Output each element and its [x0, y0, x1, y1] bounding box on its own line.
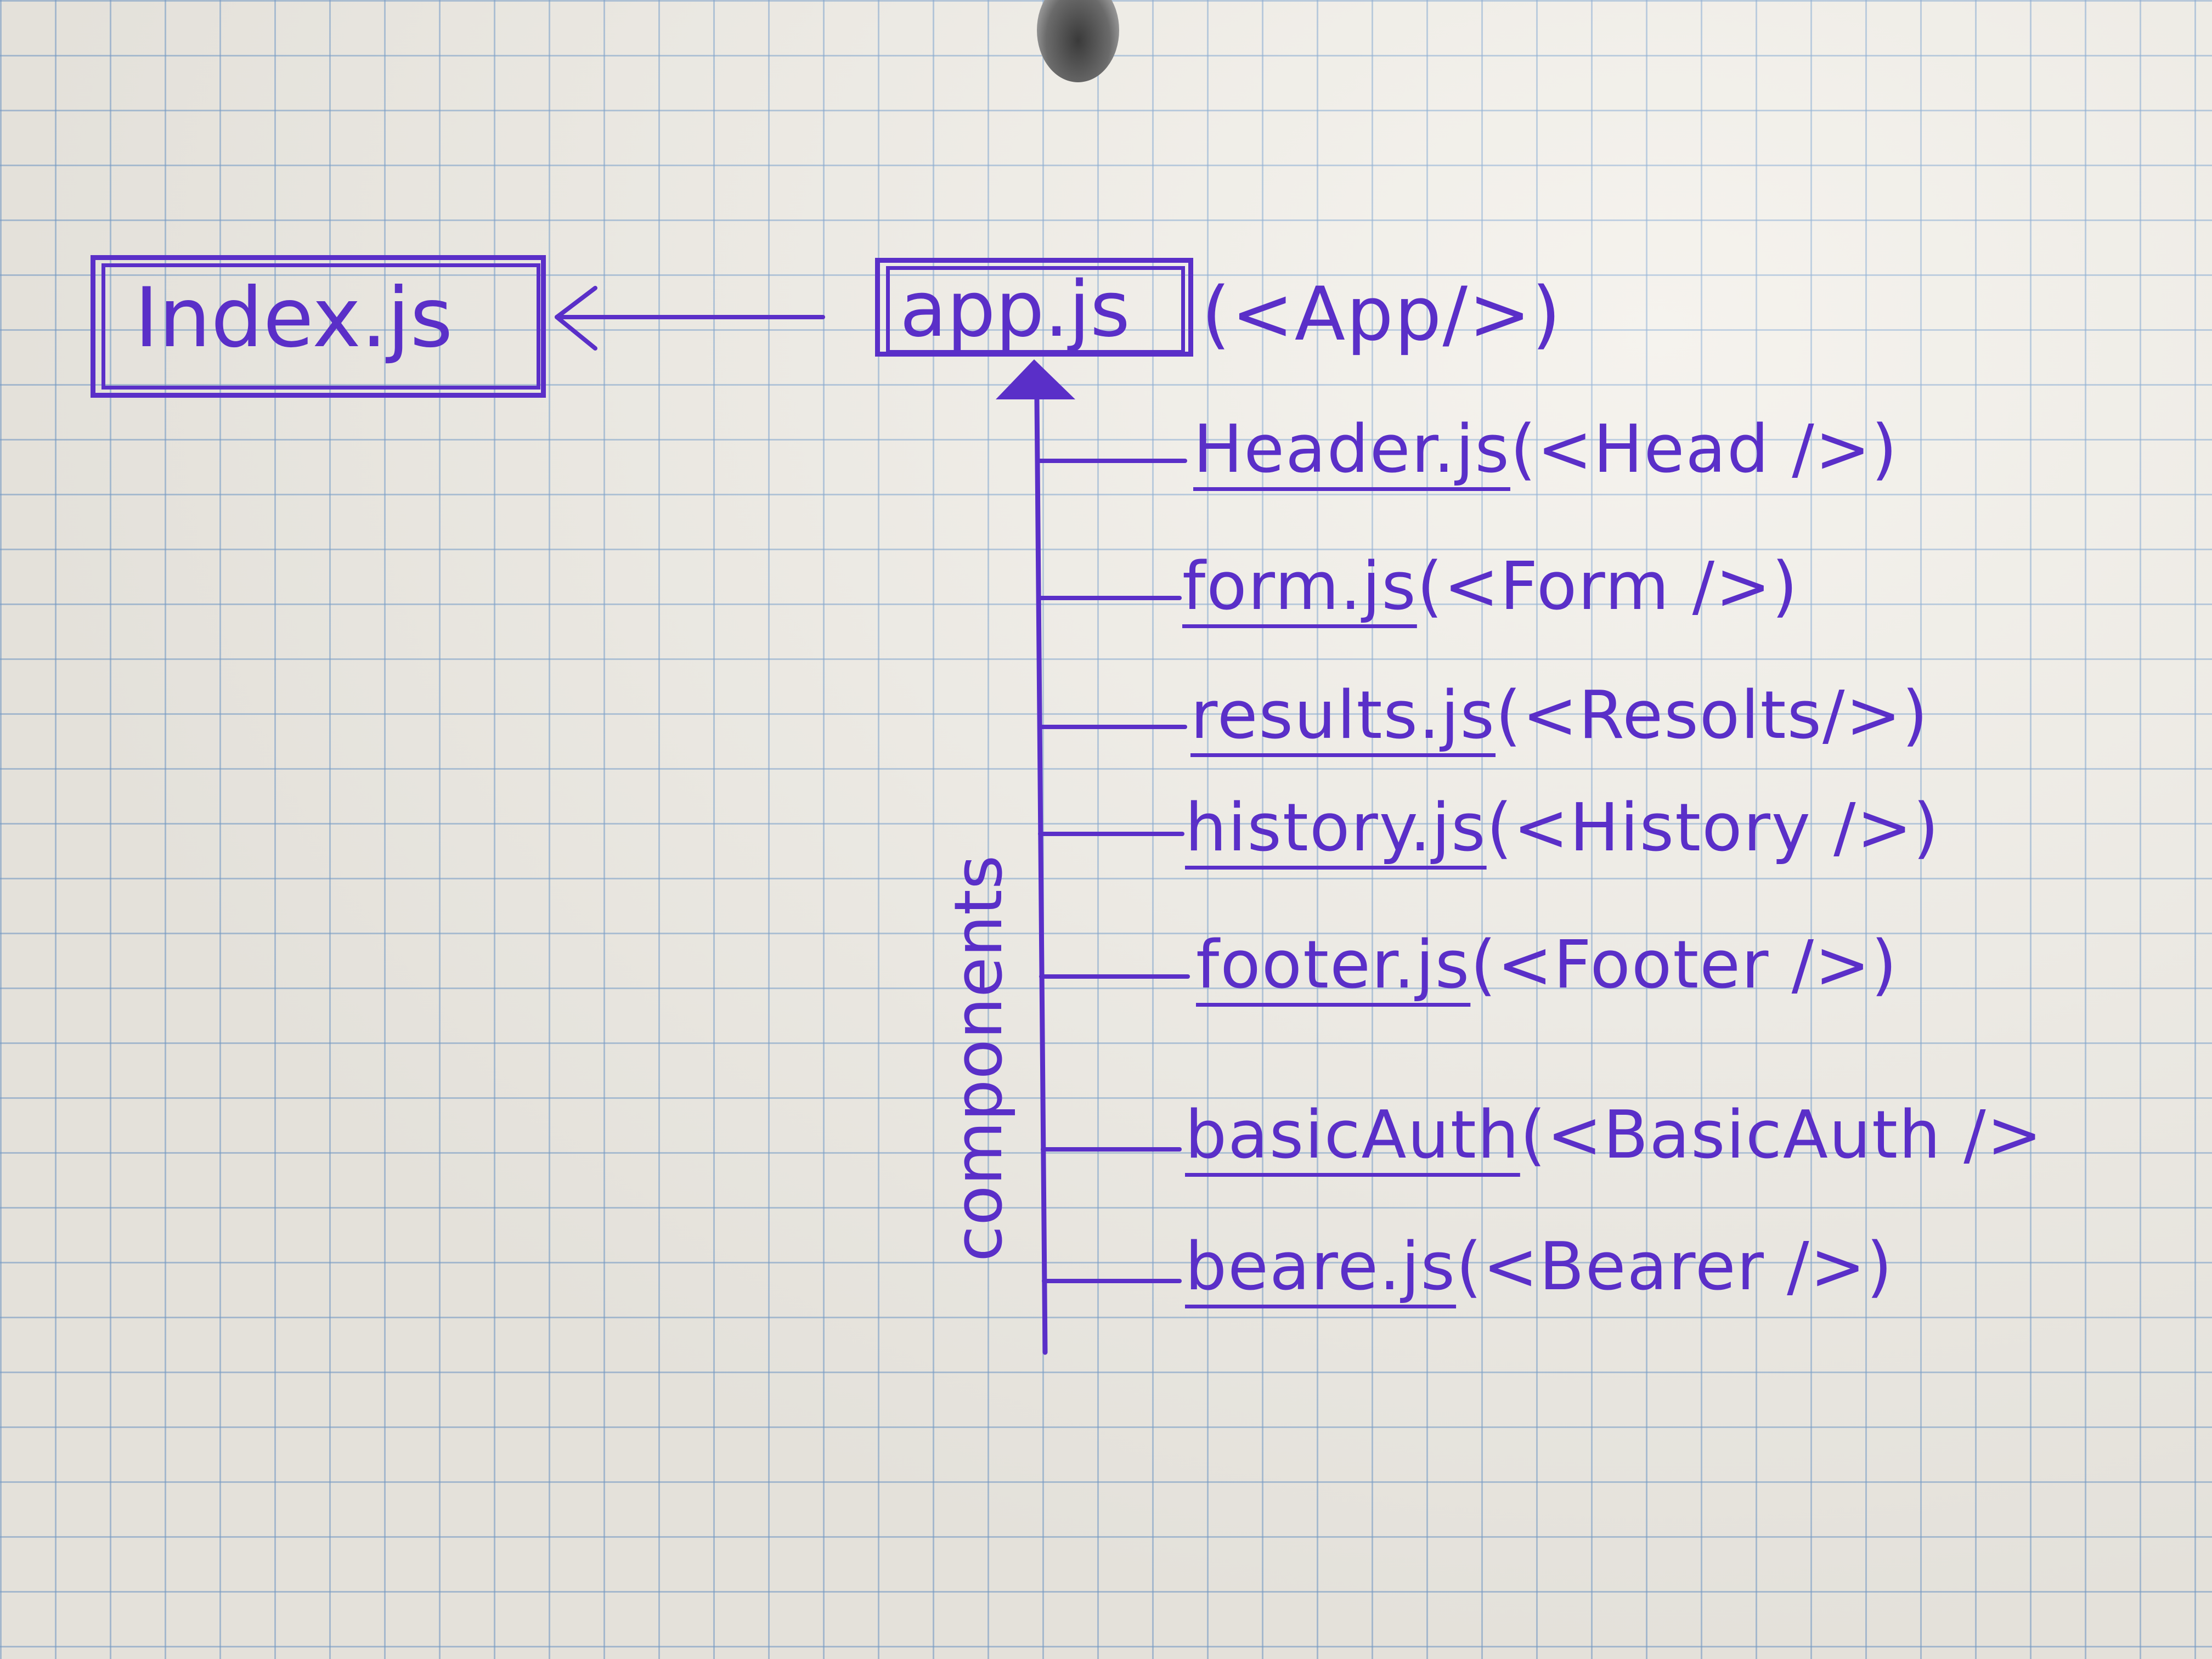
component-row-results: results.js(<Resolts/>)	[1190, 683, 1929, 749]
app-box	[875, 258, 1193, 357]
component-tag: (<Head />)	[1510, 411, 1898, 488]
index-arrowhead	[555, 286, 597, 351]
inheritance-triangle	[996, 359, 1075, 399]
punch-hole	[1037, 0, 1119, 82]
app-box-label: app.js	[900, 265, 1130, 354]
component-file: footer.js	[1196, 927, 1471, 1003]
component-row-bearer: beare.js(<Bearer />)	[1185, 1234, 1893, 1300]
app-component-tag: (<App/>)	[1201, 271, 1562, 357]
app-box-inner	[886, 266, 1185, 354]
component-row-header: Header.js(<Head />)	[1193, 417, 1898, 483]
component-row-footer: footer.js(<Footer />)	[1196, 933, 1898, 998]
component-file: basicAuth	[1185, 1097, 1520, 1173]
component-file: history.js	[1185, 790, 1487, 866]
index-box-inner	[101, 263, 540, 390]
component-tag: (<Footer />)	[1470, 927, 1898, 1003]
index-box-label: Index.js	[134, 270, 453, 366]
component-file: beare.js	[1185, 1229, 1457, 1305]
component-file: Header.js	[1193, 411, 1510, 488]
component-tag: (<BasicAuth />	[1520, 1097, 2044, 1173]
component-row-form: form.js(<Form />)	[1182, 554, 1798, 620]
component-row-basicauth: basicAuth(<BasicAuth />	[1185, 1103, 2043, 1169]
component-file: results.js	[1190, 678, 1496, 754]
component-file: form.js	[1182, 549, 1417, 625]
component-tag: (<Form />)	[1417, 549, 1799, 625]
components-label: components	[941, 855, 1017, 1262]
component-tag: (<History />)	[1486, 790, 1940, 866]
index-box	[91, 255, 546, 398]
component-trunk	[1034, 397, 1048, 1355]
component-row-history: history.js(<History />)	[1185, 795, 1940, 861]
component-tag: (<Bearer />)	[1456, 1229, 1893, 1305]
component-tag: (<Resolts/>)	[1496, 678, 1929, 754]
